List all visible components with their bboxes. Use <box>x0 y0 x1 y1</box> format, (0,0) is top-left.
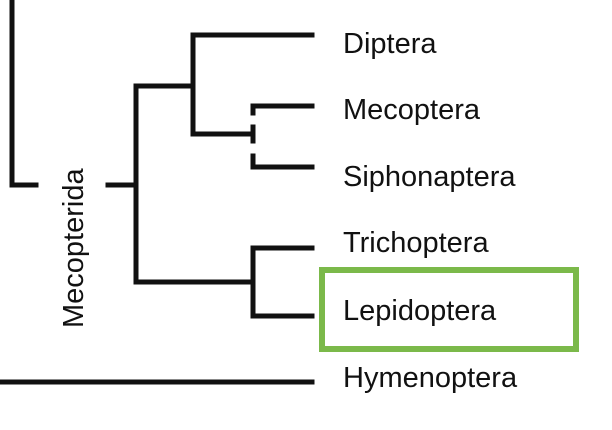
highlight-box-lepidoptera <box>319 267 579 352</box>
taxon-label-hymenoptera: Hymenoptera <box>343 362 518 394</box>
branch-root-to-mecopterida <box>9 0 39 188</box>
taxon-label-lepidoptera: Lepidoptera <box>343 295 497 327</box>
taxon-label-mecoptera: Mecoptera <box>343 94 481 126</box>
taxon-label-trichoptera: Trichoptera <box>343 227 489 259</box>
taxon-label-diptera: Diptera <box>343 28 437 60</box>
clade-label-mecopterida: Mecopterida <box>58 168 90 328</box>
taxon-label-siphonaptera: Siphonaptera <box>343 161 516 193</box>
